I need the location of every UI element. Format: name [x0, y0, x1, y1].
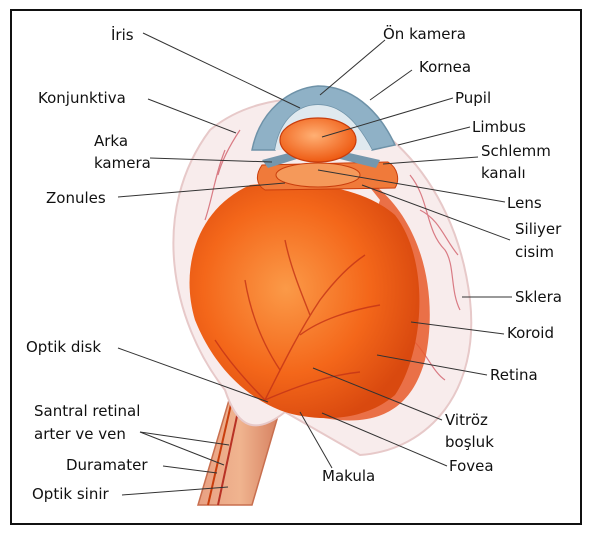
label-pupil: Pupil: [455, 89, 491, 107]
label-konjunktiva: Konjunktiva: [38, 89, 126, 107]
label-duramater: Duramater: [66, 456, 148, 474]
label-schlemm-1: Schlemm: [481, 142, 551, 160]
label-vitroz-2: boşluk: [445, 433, 494, 451]
label-sklera: Sklera: [515, 288, 562, 306]
label-zonules: Zonules: [46, 189, 106, 207]
label-optik-sinir: Optik sinir: [32, 485, 109, 503]
label-arka-kamera-1: Arka: [94, 132, 128, 150]
label-iris: İris: [111, 25, 134, 44]
label-santral-1: Santral retinal: [34, 402, 140, 420]
label-schlemm-2: kanalı: [481, 164, 526, 182]
label-koroid: Koroid: [507, 324, 554, 342]
lens: [280, 118, 356, 162]
label-arka-kamera-2: kamera: [94, 154, 151, 172]
label-vitroz-1: Vitröz: [445, 411, 488, 429]
label-fovea: Fovea: [449, 457, 494, 475]
label-lens: Lens: [507, 194, 542, 212]
label-on-kamera: Ön kamera: [383, 24, 466, 43]
label-kornea: Kornea: [419, 58, 471, 76]
label-santral-2: arter ve ven: [34, 425, 126, 443]
label-limbus: Limbus: [472, 118, 526, 136]
label-optik-disk: Optik disk: [26, 338, 101, 356]
label-retina: Retina: [490, 366, 538, 384]
label-siliyer-1: Siliyer: [515, 220, 562, 238]
label-makula: Makula: [322, 467, 375, 485]
label-siliyer-2: cisim: [515, 243, 554, 261]
